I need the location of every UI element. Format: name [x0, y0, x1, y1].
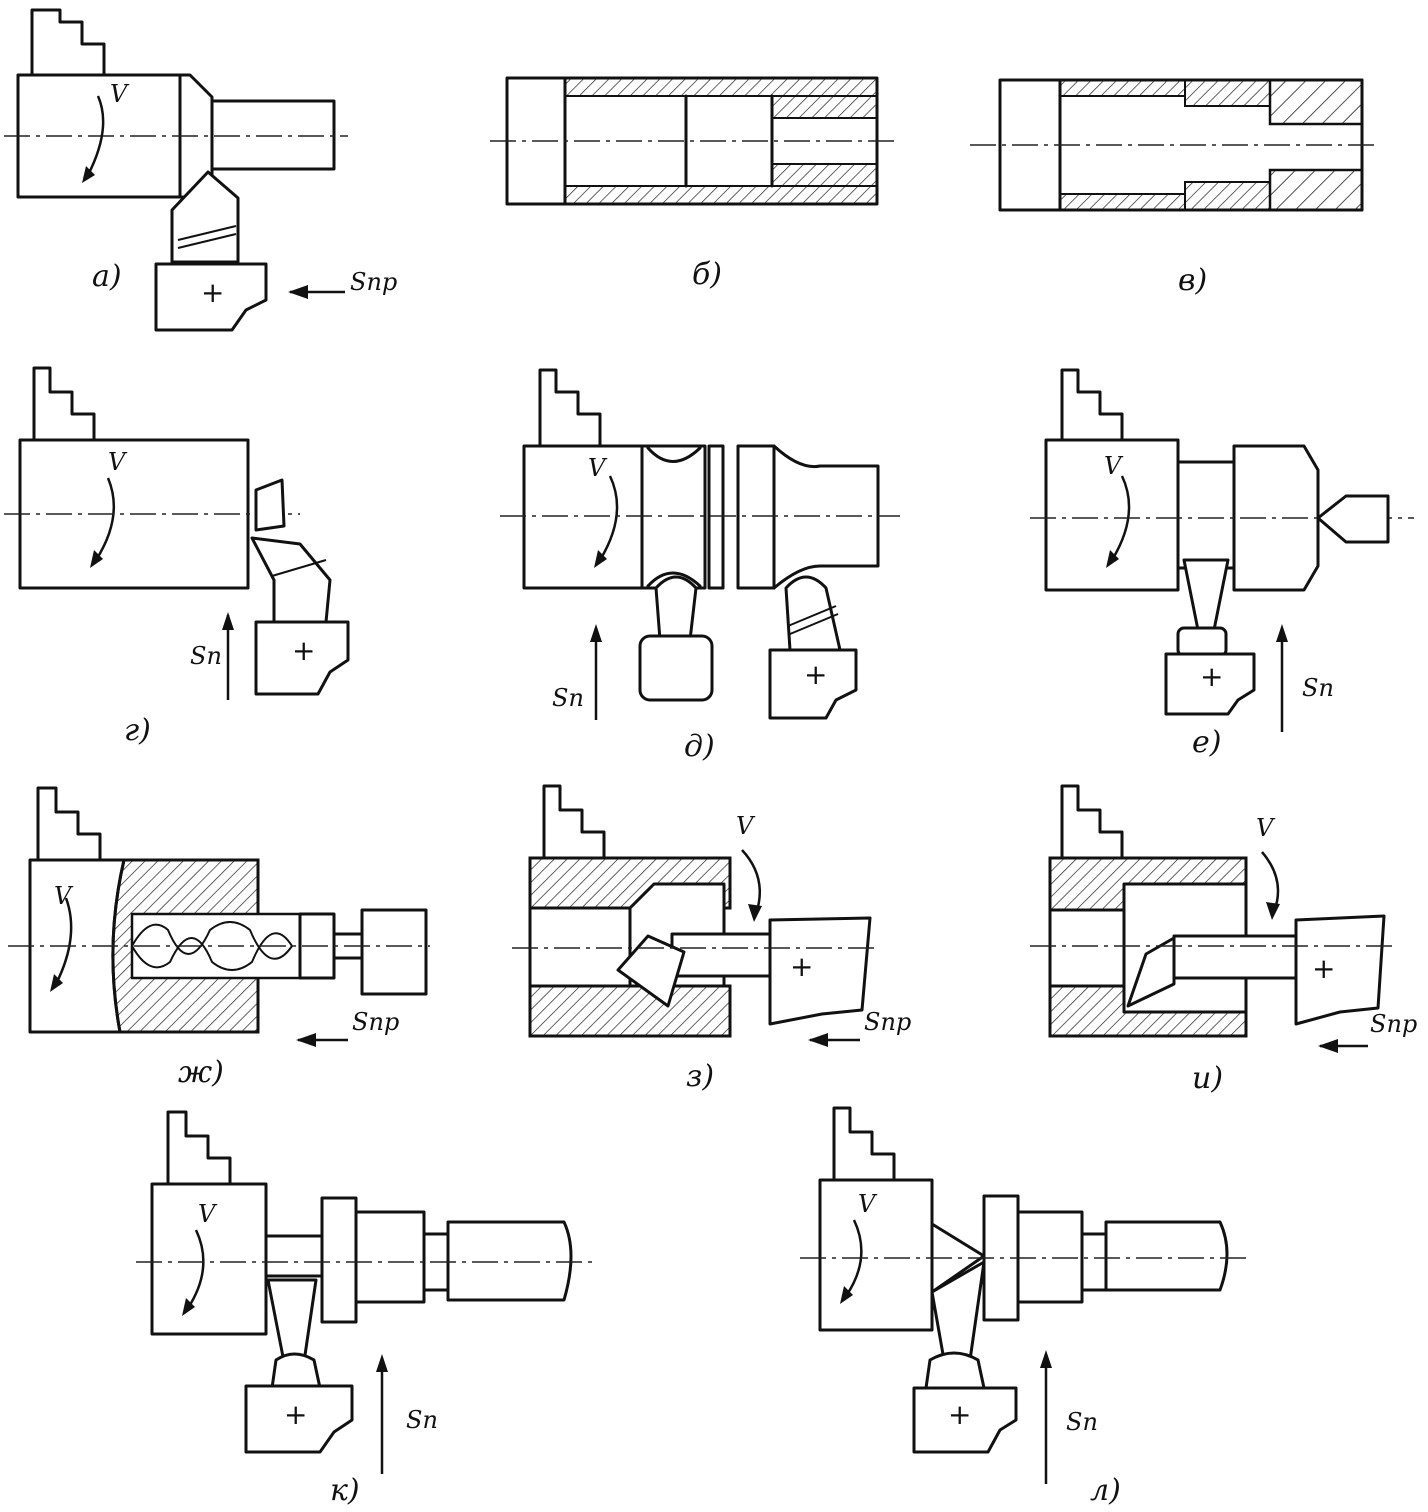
threaded-end: [446, 1220, 573, 1302]
tool-holder: [244, 1384, 354, 1454]
v-symbol: V: [588, 454, 608, 482]
panel-e: V + Sп е): [1030, 368, 1414, 760]
panel-b: б): [490, 76, 900, 292]
tool-holder-left: [638, 634, 714, 702]
panel-i: + V Sпр и): [1030, 784, 1417, 1096]
holder-mark: +: [292, 634, 315, 667]
tool-holder: [768, 916, 872, 1026]
grooving-tool: [1182, 558, 1230, 632]
panel-label: ж): [178, 1055, 224, 1090]
holder-mark: +: [201, 276, 224, 309]
facing-tool: [250, 536, 332, 624]
chuck-jaw: [166, 1110, 232, 1186]
holder-mark: +: [804, 658, 827, 691]
panel-label: з): [686, 1059, 714, 1094]
tool-holder: [254, 620, 350, 696]
boring-bar: [1172, 934, 1304, 980]
chuck-body: [150, 1182, 268, 1336]
feed-symbol: Sпр: [350, 268, 397, 296]
v-symbol: V: [736, 812, 756, 840]
tailstock-center: [1316, 494, 1390, 544]
panel-g: V + Sп г): [4, 366, 350, 748]
panel-label: и): [1192, 1061, 1223, 1096]
boring-bar: [670, 932, 774, 978]
feed-symbol: Sп: [552, 684, 584, 712]
turning-tool: [170, 170, 240, 264]
chuck-body: [522, 444, 644, 590]
feed-symbol: Sпр: [352, 1008, 399, 1036]
rotation-arrow: [1110, 475, 1131, 561]
workpiece-shaft: [772, 444, 880, 590]
panel-label: а): [92, 259, 122, 294]
holder-mark: +: [948, 1398, 971, 1431]
parting-tool: [784, 575, 842, 652]
holder-mark: +: [284, 1398, 307, 1431]
rotation-arrow: [186, 1229, 205, 1309]
chuck-jaw: [1060, 784, 1124, 860]
boring-tool: [1126, 936, 1176, 1008]
groove-section: [640, 444, 707, 590]
v-symbol: V: [858, 1190, 878, 1218]
chuck-jaw: [542, 784, 606, 860]
rotation-arrow: [94, 477, 116, 561]
tool-holder: [1294, 914, 1386, 1026]
holder-mark: +: [1200, 660, 1223, 693]
feed-symbol: Sп: [406, 1406, 438, 1434]
tool-holder: [912, 1386, 1018, 1454]
feed-symbol: Sп: [190, 642, 222, 670]
workpiece-wall-bottom: [528, 984, 732, 1038]
workpiece-neck: [264, 1234, 324, 1278]
rotation-arrow: [54, 897, 73, 985]
panel-label: е): [1192, 725, 1221, 760]
holder-mark: +: [790, 950, 813, 983]
panel-label: к): [330, 1473, 360, 1508]
panel-zh: V Sпр ж): [8, 786, 430, 1090]
chuck-jaw: [30, 8, 106, 77]
panel-l: V + Sп л): [800, 1106, 1250, 1508]
grooving-tool: [266, 1278, 318, 1364]
panel-label: г): [124, 713, 151, 748]
v-symbol: V: [1104, 452, 1124, 480]
chuck-jaw: [832, 1106, 896, 1182]
feed-symbol: Sп: [1066, 1408, 1098, 1436]
chuck-jaw: [538, 368, 602, 448]
threaded-end: [1104, 1220, 1229, 1292]
chuck-jaw: [1060, 368, 1124, 442]
tailstock: [360, 908, 428, 996]
tool-tip: [254, 478, 286, 532]
panel-a: V + Sпр а): [4, 8, 397, 332]
holder-mark: +: [1312, 952, 1335, 985]
panel-label: в): [1178, 263, 1207, 298]
panel-label: л): [1090, 1473, 1121, 1508]
feed-symbol: Sпр: [1370, 1010, 1417, 1038]
workpiece-shaft: [210, 99, 336, 171]
rotation-arrow: [86, 95, 105, 176]
workpiece-neck: [1176, 460, 1236, 570]
v-symbol: V: [1256, 814, 1276, 842]
tool-holder: [1164, 652, 1256, 716]
v-symbol: V: [198, 1200, 218, 1228]
feed-symbol: Sп: [1302, 674, 1334, 702]
grooving-tool: [654, 575, 698, 642]
panel-z: + V Sпр з): [512, 784, 911, 1094]
v-symbol: V: [110, 80, 130, 108]
tool-holder: [154, 262, 268, 332]
panel-d: V + Sп д): [500, 368, 900, 764]
panel-label: д): [684, 729, 715, 764]
chuck-jaw: [36, 786, 102, 862]
feed-symbol: Sпр: [864, 1008, 911, 1036]
rotation-arrow: [741, 849, 762, 915]
v-symbol: V: [108, 448, 128, 476]
chuck-body: [818, 1178, 934, 1332]
panel-label: б): [692, 257, 722, 292]
workpiece-collar: [320, 1196, 358, 1324]
v-symbol: V: [54, 882, 74, 910]
panel-k: V + Sп к): [136, 1110, 596, 1508]
panel-v: в): [970, 78, 1380, 298]
tool-holder-right: [768, 648, 858, 720]
chuck-jaw: [32, 366, 96, 442]
